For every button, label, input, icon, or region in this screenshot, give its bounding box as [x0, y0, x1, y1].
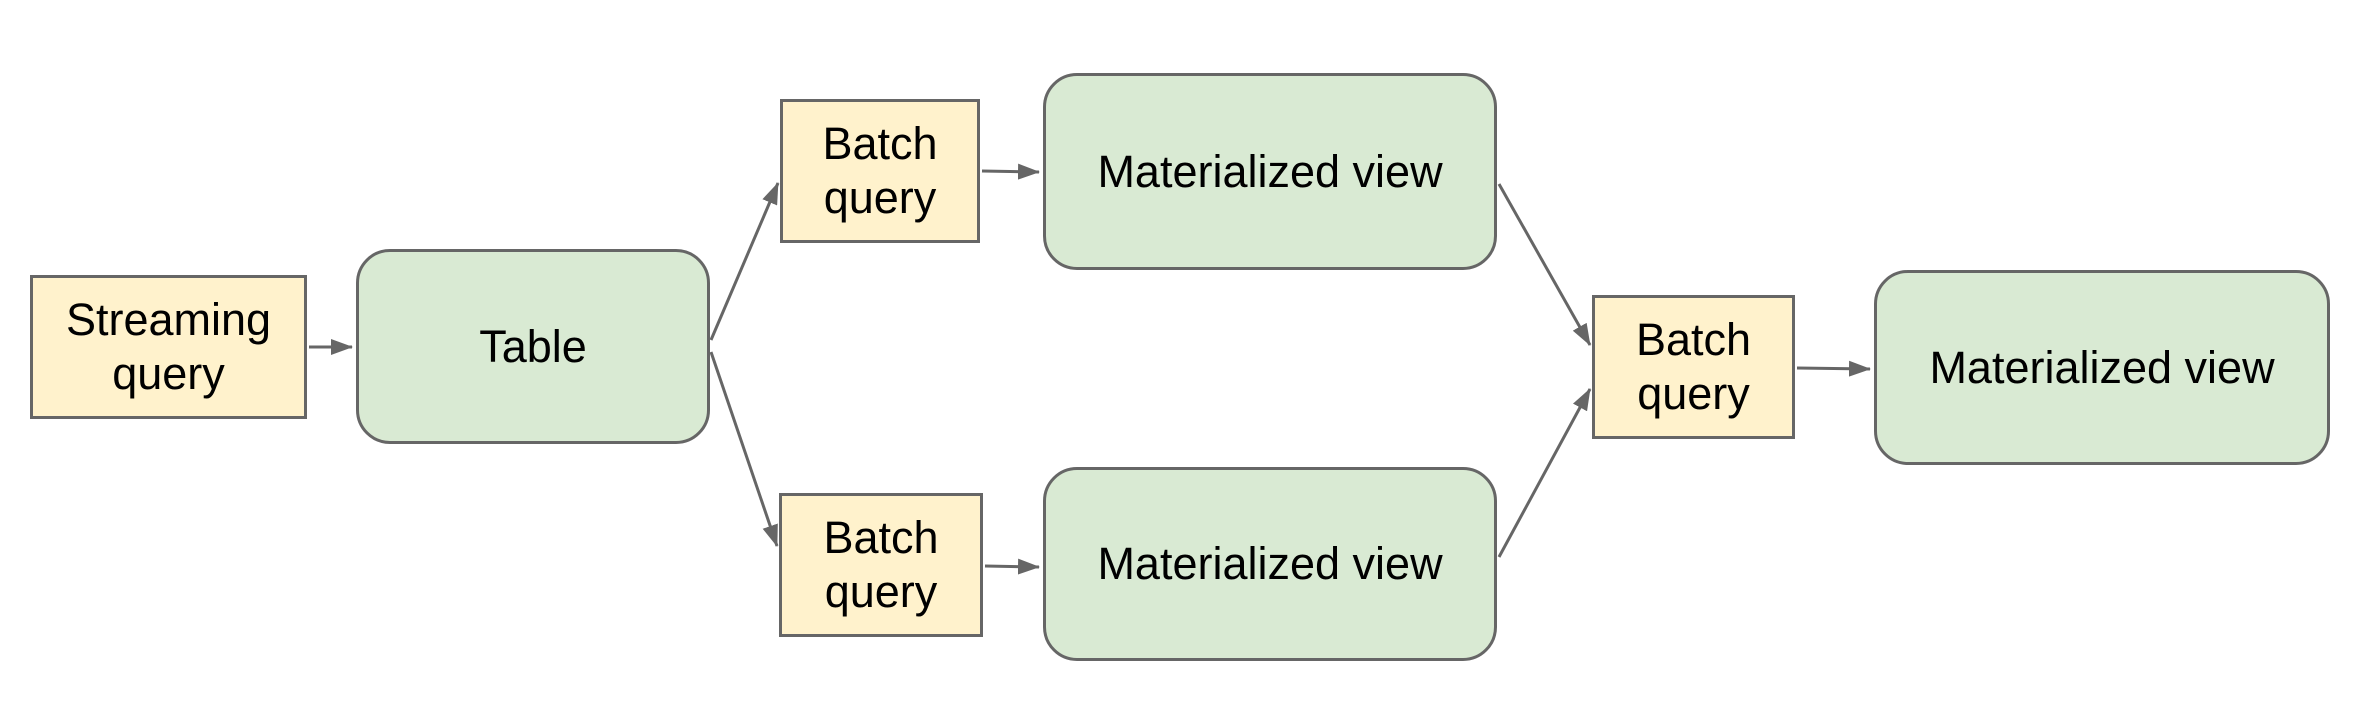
connector-table-to-batch-query-bottom [709, 351, 779, 547]
node-label: Batch query [822, 118, 938, 223]
node-batch-query-bottom: Batch query [779, 493, 983, 637]
connector-materialized-view-bottom-to-batch-query-join [1497, 388, 1592, 558]
node-materialized-view-final: Materialized view [1874, 270, 2330, 465]
node-table: Table [356, 249, 710, 444]
node-materialized-view-top: Materialized view [1043, 73, 1497, 270]
node-label: Streaming query [65, 294, 272, 399]
node-batch-query-top: Batch query [780, 99, 980, 243]
node-label: Batch query [823, 512, 939, 617]
connector-batch-query-bottom-to-materialized-view-bottom [984, 558, 1040, 575]
node-materialized-view-bottom: Materialized view [1043, 467, 1497, 661]
node-streaming-query: Streaming query [30, 275, 307, 419]
connector-materialized-view-top-to-batch-query-join [1497, 183, 1592, 346]
connector-table-to-batch-query-top [709, 182, 780, 341]
connector-batch-query-join-to-materialized-view-final [1796, 360, 1871, 377]
node-label: Materialized view [1097, 538, 1443, 589]
connector-batch-query-top-to-materialized-view-top [981, 163, 1040, 180]
node-batch-query-join: Batch query [1592, 295, 1795, 439]
node-label: Table [479, 320, 587, 372]
node-label: Materialized view [1097, 145, 1443, 197]
node-label: Batch query [1635, 314, 1752, 419]
node-label: Materialized view [1929, 341, 2275, 393]
